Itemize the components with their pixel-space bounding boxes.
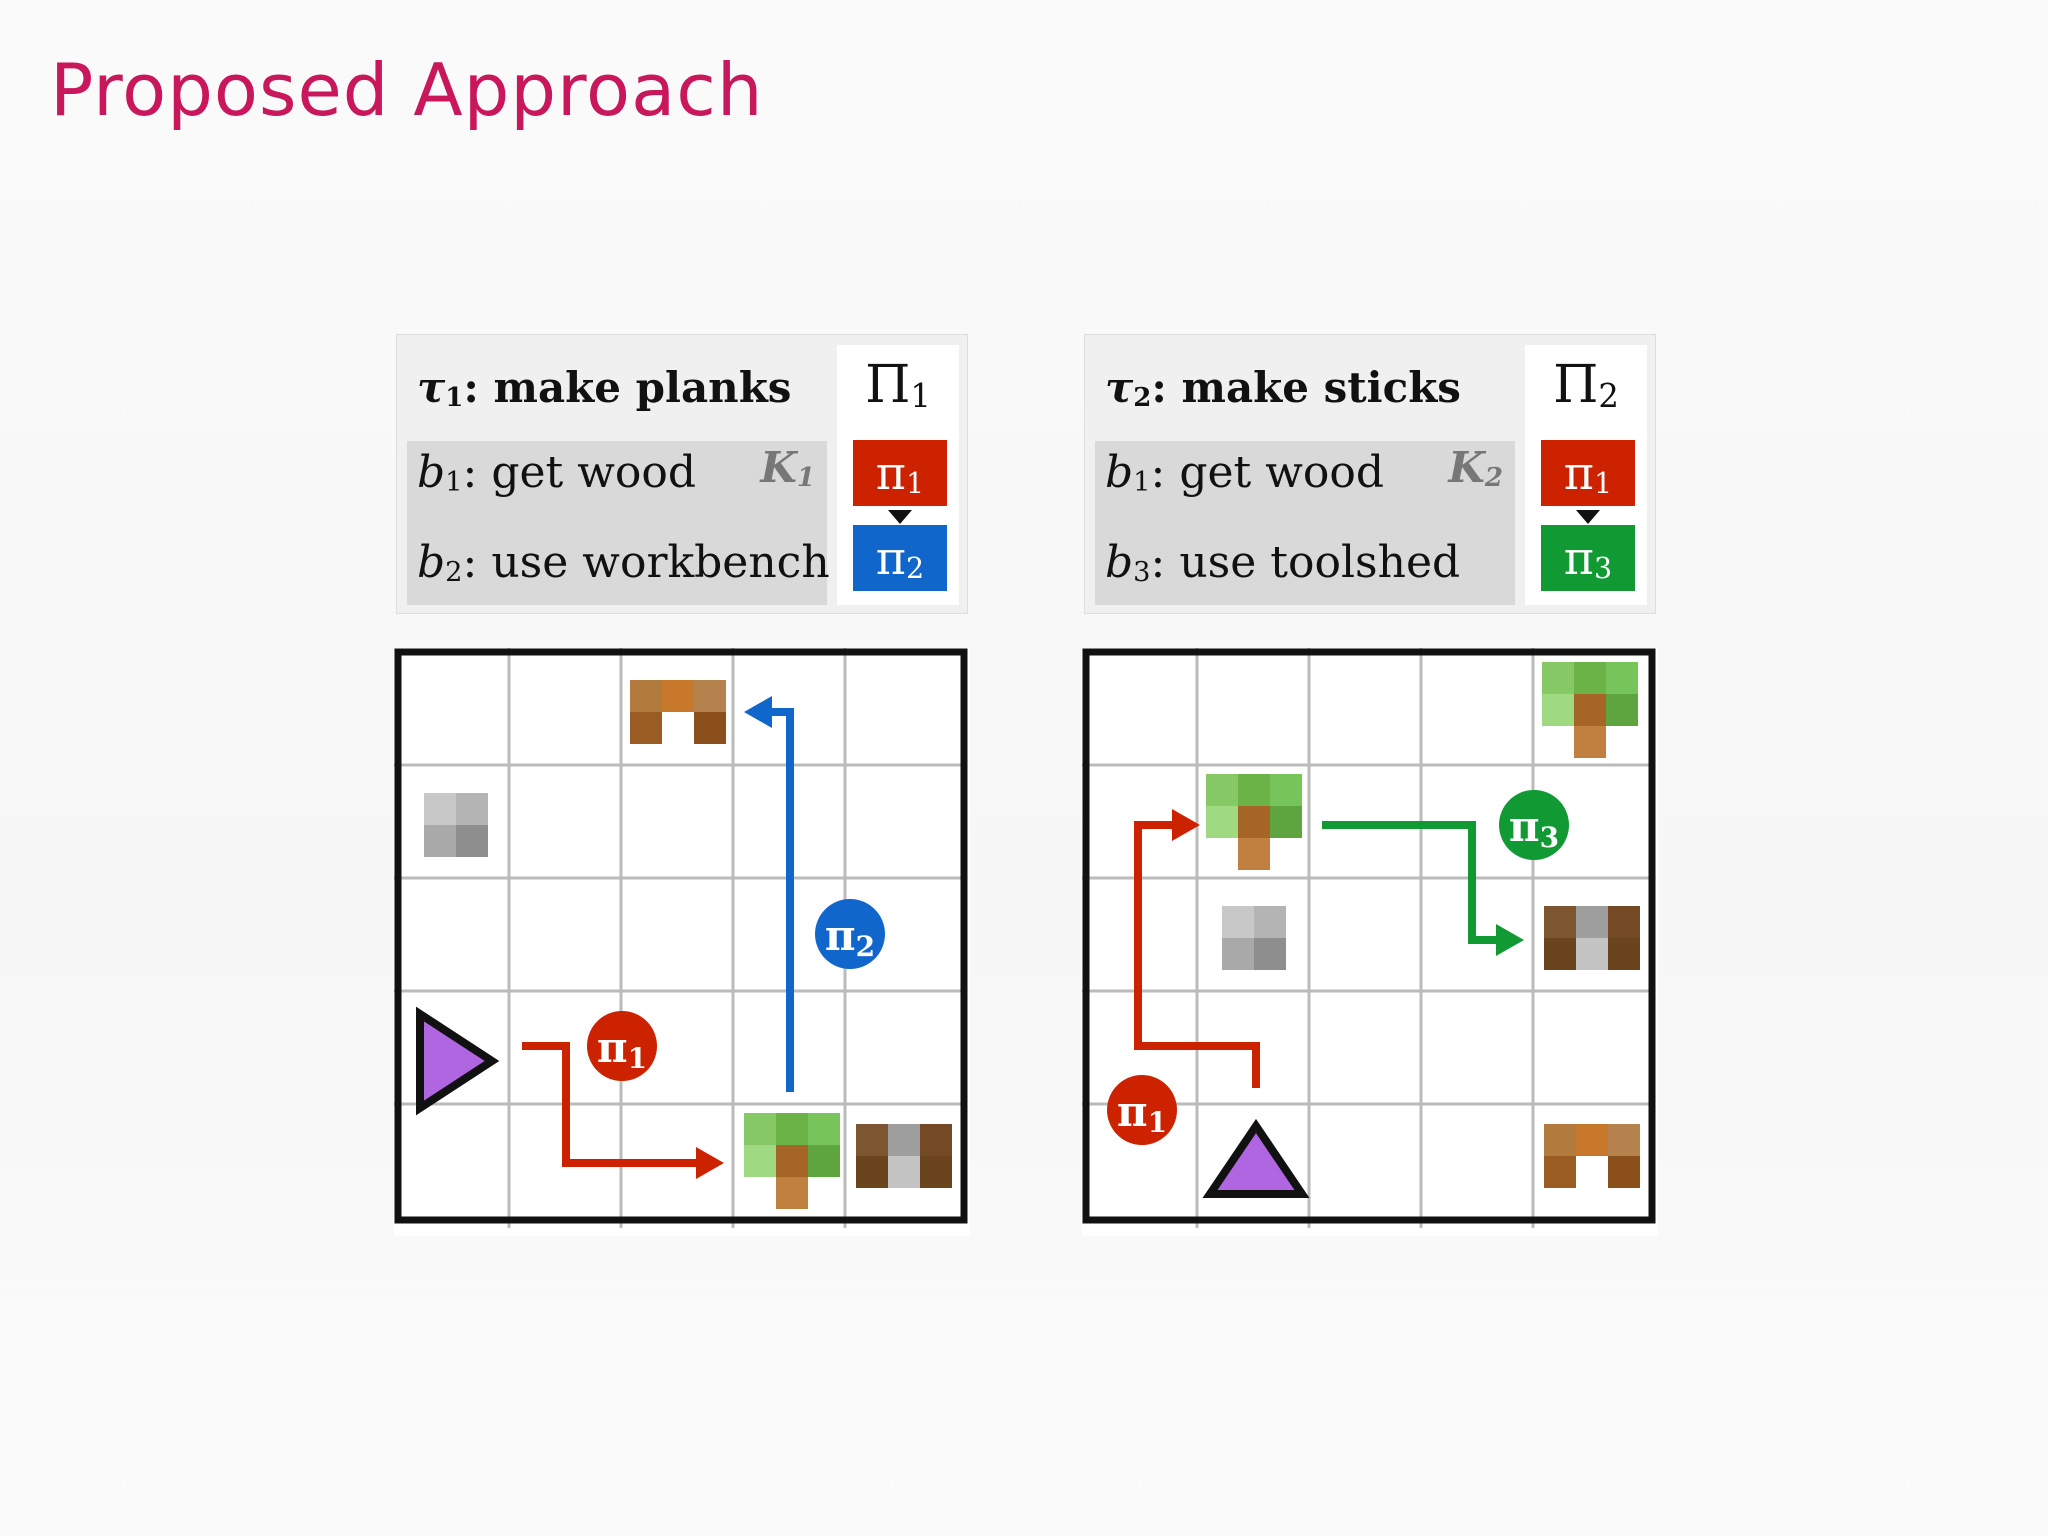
path-pi3-line — [1322, 821, 1502, 944]
policy-index: 3 — [1594, 552, 1613, 586]
badge-pi3-label: π3 — [1509, 802, 1559, 854]
workbench-icon — [1544, 1124, 1640, 1188]
task-panel-planks: τ1: make planks b1: get wood b2: use wor… — [396, 334, 968, 614]
belief-index: 1 — [1133, 467, 1151, 499]
badge-pi1-circle — [1107, 1075, 1177, 1145]
policy-box-pi1: π1 — [853, 440, 947, 506]
path-pi1-arrowhead-icon — [1172, 809, 1200, 841]
badge-pi2-circle — [815, 899, 885, 969]
task-text: : make planks — [463, 363, 792, 412]
gridworld-sticks: π3 π1 — [1082, 648, 1658, 1236]
badge-pi2-label: π2 — [825, 911, 875, 963]
knowledge-index: 2 — [1484, 462, 1503, 493]
badge-pi1-label: π1 — [597, 1023, 647, 1075]
policy-set-index: 1 — [910, 376, 931, 415]
knowledge-label: K1 — [760, 443, 815, 493]
path-pi2-arrowhead-icon — [744, 696, 772, 728]
workbench-icon — [630, 680, 726, 744]
belief-index: 1 — [445, 467, 463, 499]
belief-text: : use workbench — [462, 537, 830, 588]
toolshed-icon — [1544, 906, 1640, 970]
tree-icon — [1542, 662, 1638, 758]
policy-set-symbol: Π — [1553, 355, 1599, 415]
knowledge-symbol: K — [1448, 443, 1485, 492]
policy-set-label: Π2 — [1525, 355, 1647, 415]
sequence-arrow-icon — [1576, 510, 1600, 524]
belief-symbol: b — [1105, 447, 1134, 498]
policy-set-symbol: Π — [865, 355, 911, 415]
belief-text: : use toolshed — [1150, 537, 1461, 588]
grid-border — [394, 648, 968, 1224]
gridworld-planks: π1 π2 — [394, 648, 970, 1236]
belief-index: 3 — [1133, 557, 1151, 589]
task-title: τ1: make planks — [417, 363, 792, 413]
path-pi1-arrowhead-icon — [696, 1147, 724, 1179]
path-pi3-arrowhead-icon — [1496, 924, 1524, 956]
belief-index: 2 — [445, 557, 463, 589]
toolshed-icon — [856, 1124, 952, 1188]
policy-index: 1 — [906, 467, 925, 501]
task-text: : make sticks — [1151, 363, 1461, 412]
knowledge-symbol: K — [760, 443, 797, 492]
grid-lines — [1082, 648, 1652, 1228]
stone-icon — [424, 793, 488, 857]
belief-box — [407, 441, 827, 605]
belief-get-wood: b1: get wood — [417, 447, 696, 498]
task-index: 2 — [1133, 382, 1152, 413]
path-pi1-line — [1134, 821, 1260, 1088]
stone-icon — [1222, 906, 1286, 970]
badge-pi3-circle — [1499, 790, 1569, 860]
policy-index: 2 — [906, 552, 925, 586]
task-symbol: τ — [1105, 363, 1134, 412]
knowledge-label: K2 — [1448, 443, 1503, 493]
policy-symbol: π — [1563, 531, 1595, 585]
task-panel-sticks: τ2: make sticks b1: get wood b3: use too… — [1084, 334, 1656, 614]
belief-use-toolshed: b3: use toolshed — [1105, 537, 1460, 588]
belief-symbol: b — [1105, 537, 1134, 588]
policy-box-pi2: π2 — [853, 525, 947, 591]
policy-index: 1 — [1594, 467, 1613, 501]
policy-box-pi1: π1 — [1541, 440, 1635, 506]
policy-set-index: 2 — [1598, 376, 1619, 415]
belief-text: : get wood — [1150, 447, 1385, 498]
slide-title: Proposed Approach — [50, 48, 764, 132]
belief-use-workbench: b2: use workbench — [417, 537, 830, 588]
belief-box — [1095, 441, 1515, 605]
grid-border — [1082, 648, 1656, 1224]
belief-symbol: b — [417, 447, 446, 498]
task-index: 1 — [445, 382, 464, 413]
agent-triangle-icon — [1202, 1118, 1310, 1198]
badge-pi1-label: π1 — [1117, 1087, 1167, 1139]
policy-box-pi3: π3 — [1541, 525, 1635, 591]
policy-symbol: π — [875, 446, 907, 500]
knowledge-index: 1 — [796, 462, 815, 493]
path-pi1-line — [522, 1042, 704, 1167]
belief-text: : get wood — [462, 447, 697, 498]
tree-icon — [744, 1113, 840, 1209]
badge-pi1-circle — [587, 1011, 657, 1081]
policy-symbol: π — [875, 531, 907, 585]
sequence-arrow-icon — [888, 510, 912, 524]
belief-get-wood: b1: get wood — [1105, 447, 1384, 498]
task-symbol: τ — [417, 363, 446, 412]
agent-triangle-icon — [416, 1006, 500, 1116]
policy-symbol: π — [1563, 446, 1595, 500]
policy-set-label: Π1 — [837, 355, 959, 415]
task-title: τ2: make sticks — [1105, 363, 1461, 413]
tree-icon — [1206, 774, 1302, 870]
grid-lines — [394, 648, 964, 1228]
path-pi2-line — [764, 708, 794, 1092]
belief-symbol: b — [417, 537, 446, 588]
